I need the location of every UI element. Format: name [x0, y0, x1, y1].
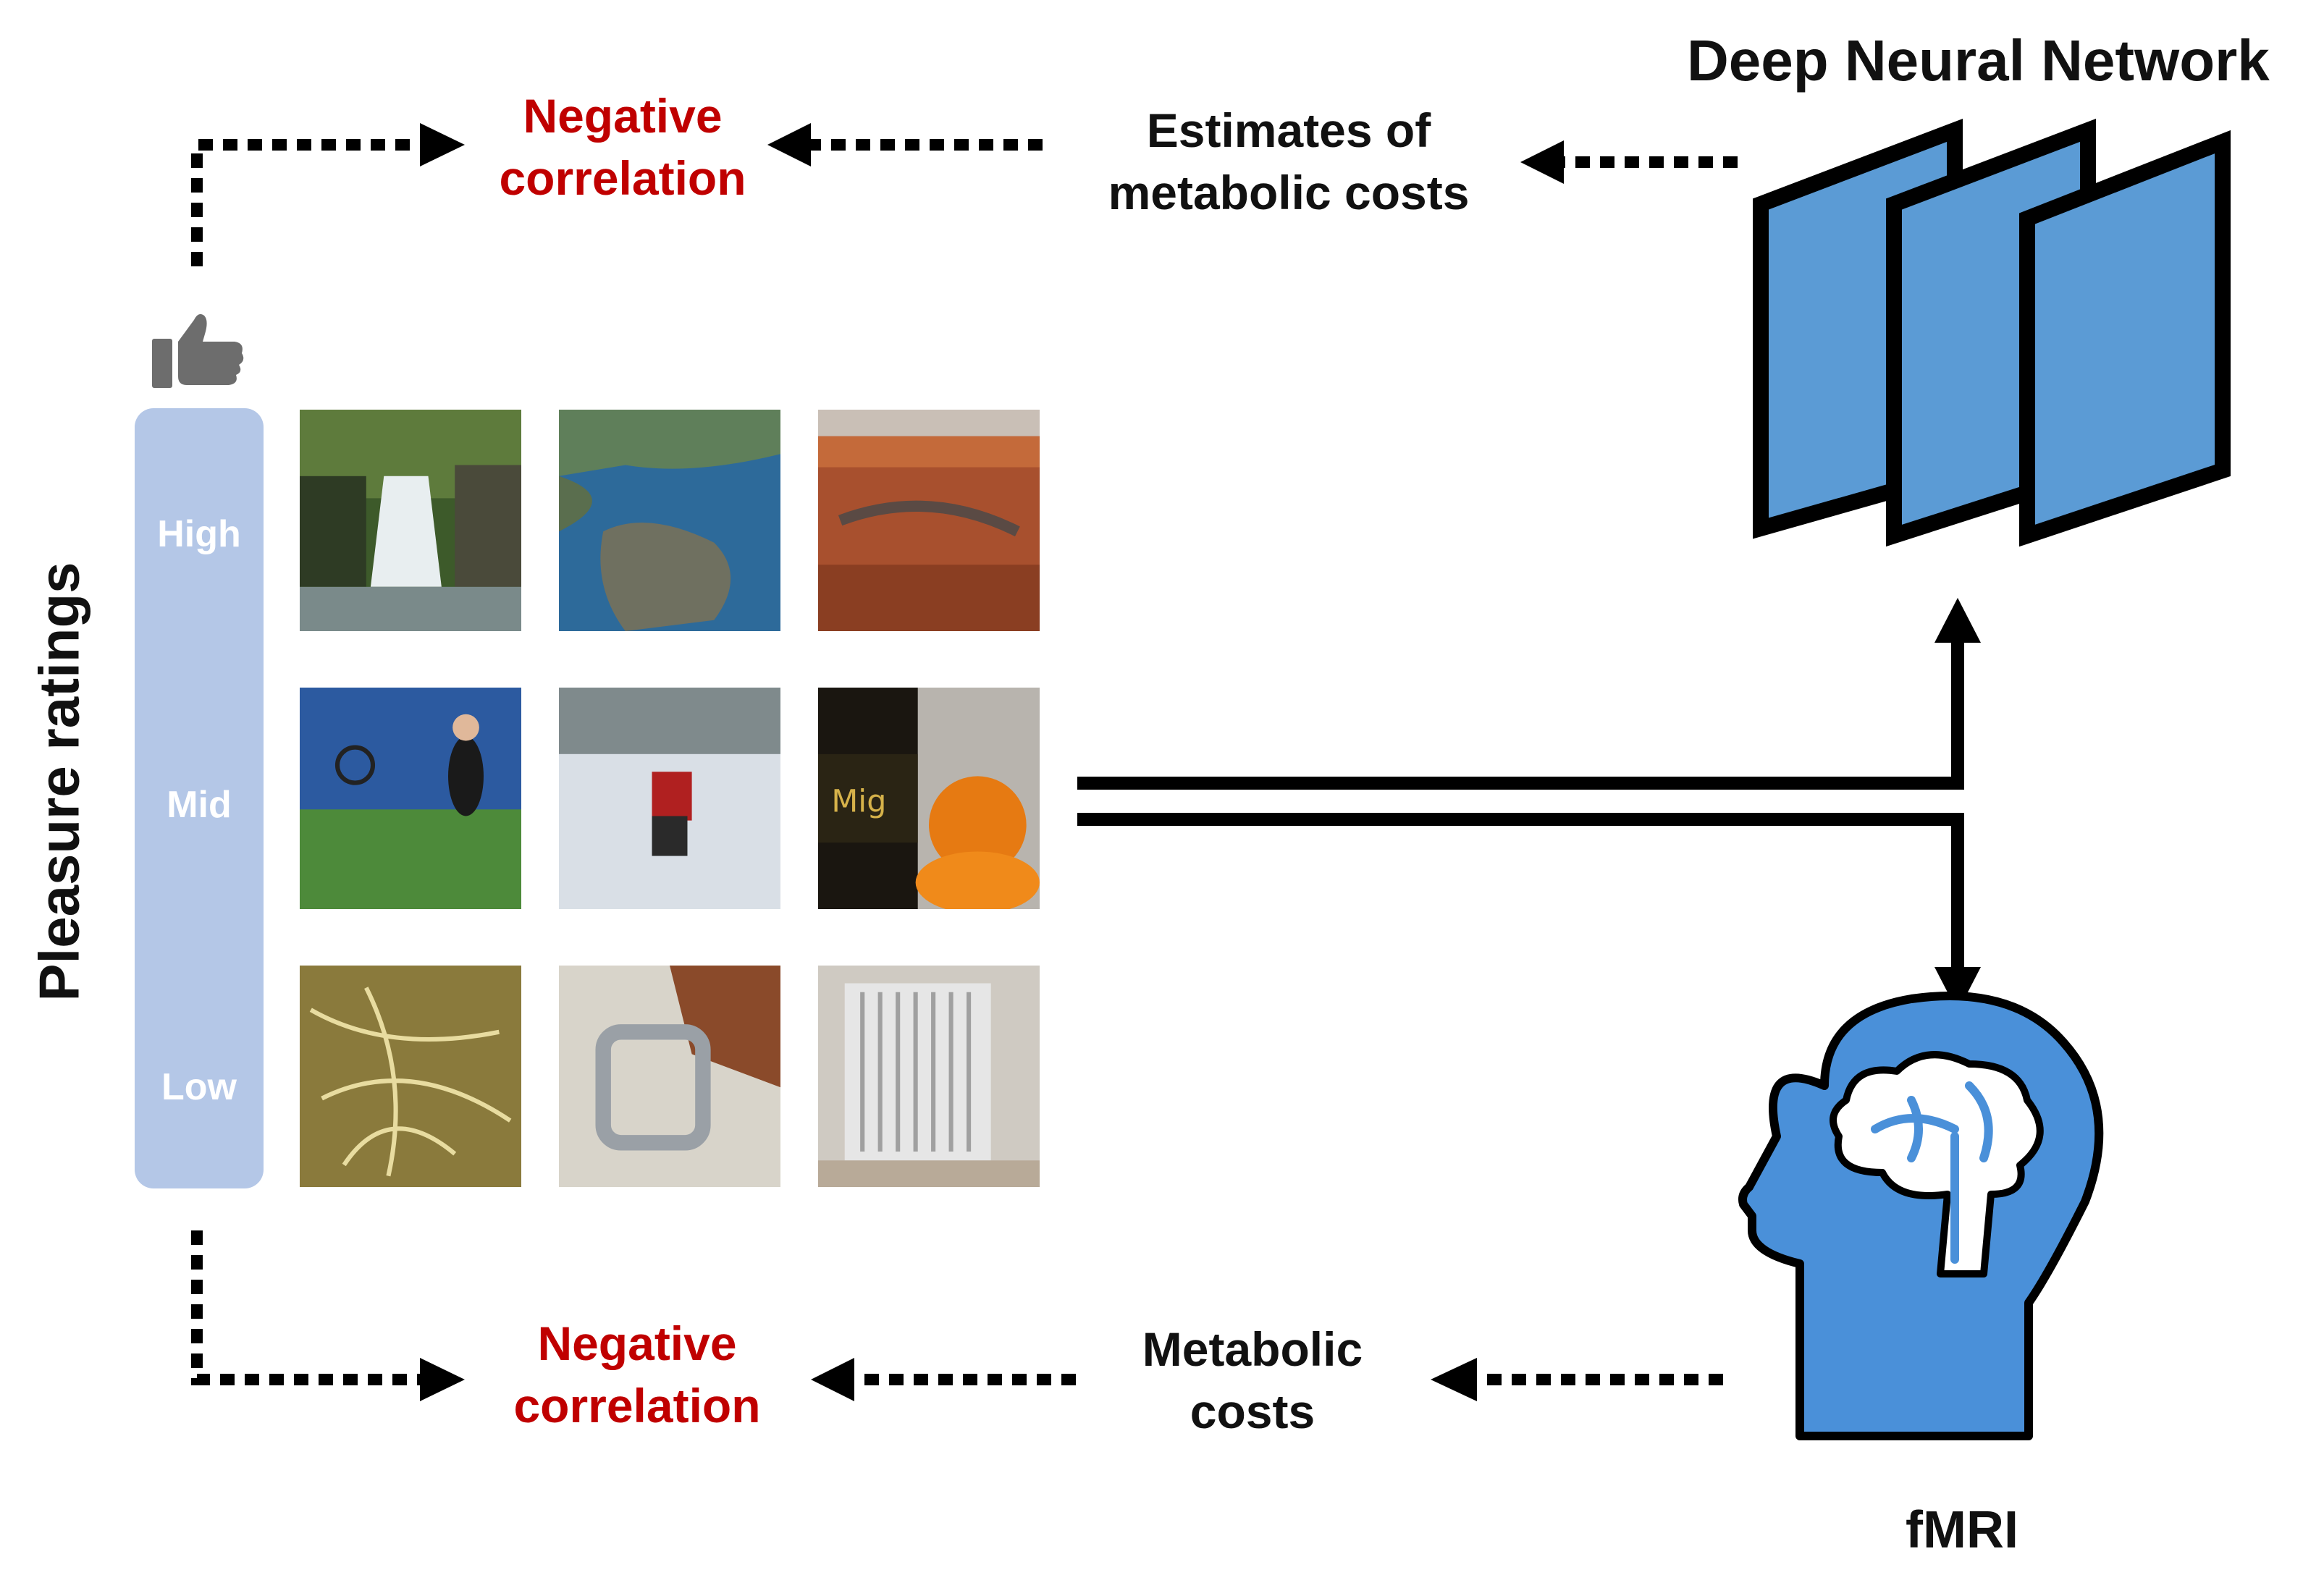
- thumbs-up-icon: [152, 314, 244, 388]
- level-low: Low: [161, 1066, 237, 1108]
- bottom-middle-arrowhead: [811, 1358, 854, 1401]
- bottom-correlation-label: Negative correlation: [478, 1313, 796, 1437]
- beer-oranges-photo: Mig: [818, 688, 1040, 909]
- bottom-correlation-line-1: Negative: [537, 1317, 737, 1370]
- rating-bar: [135, 408, 264, 1188]
- worms-photo: [300, 966, 521, 1187]
- estimates-label: Estimates of metabolic costs: [1064, 100, 1513, 224]
- estimates-line-2: metabolic costs: [1108, 165, 1470, 219]
- bottom-left-dotted-arrow: [191, 1230, 420, 1385]
- to-fmri-connector: [1077, 813, 1964, 970]
- snowboard-photo: [559, 688, 780, 909]
- bottom-left-arrowhead: [420, 1358, 465, 1401]
- to-dnn-arrowhead: [1934, 598, 1981, 643]
- top-correlation-line-1: Negative: [523, 89, 723, 143]
- to-dnn-connector: [1077, 637, 1964, 790]
- canyon-photo: [818, 410, 1040, 631]
- metabolic-line-2: costs: [1190, 1384, 1315, 1438]
- fmri-head-icon: [1738, 992, 2104, 1440]
- level-high: High: [157, 513, 241, 555]
- waterfall-photo: [300, 410, 521, 631]
- svg-text:Mig: Mig: [831, 783, 886, 819]
- metabolic-costs-label: Metabolic costs: [1086, 1319, 1419, 1443]
- top-left-arrowhead: [420, 123, 465, 166]
- tennis-photo: [300, 688, 521, 909]
- bottom-correlation-line-2: correlation: [513, 1378, 761, 1432]
- dnn-title: Deep Neural Network: [1687, 28, 2270, 93]
- top-middle-arrowhead: [767, 123, 811, 166]
- top-left-dotted-arrow: [191, 139, 420, 266]
- coastline-photo: [559, 410, 780, 631]
- estimates-line-1: Estimates of: [1146, 104, 1431, 157]
- metabolic-line-1: Metabolic: [1142, 1322, 1363, 1376]
- bottom-right-arrowhead: [1431, 1358, 1477, 1401]
- fmri-label: fMRI: [1906, 1501, 2018, 1559]
- to-fmri-arrowhead: [1934, 967, 1981, 1012]
- top-correlation-line-2: correlation: [499, 151, 746, 205]
- top-right-arrowhead: [1520, 140, 1564, 184]
- top-correlation-label: Negative correlation: [463, 85, 782, 210]
- dnn-layers-icon: [1753, 119, 2231, 547]
- level-mid: Mid: [167, 784, 232, 826]
- radiator-photo: [818, 966, 1040, 1187]
- buckle-photo: [559, 966, 780, 1187]
